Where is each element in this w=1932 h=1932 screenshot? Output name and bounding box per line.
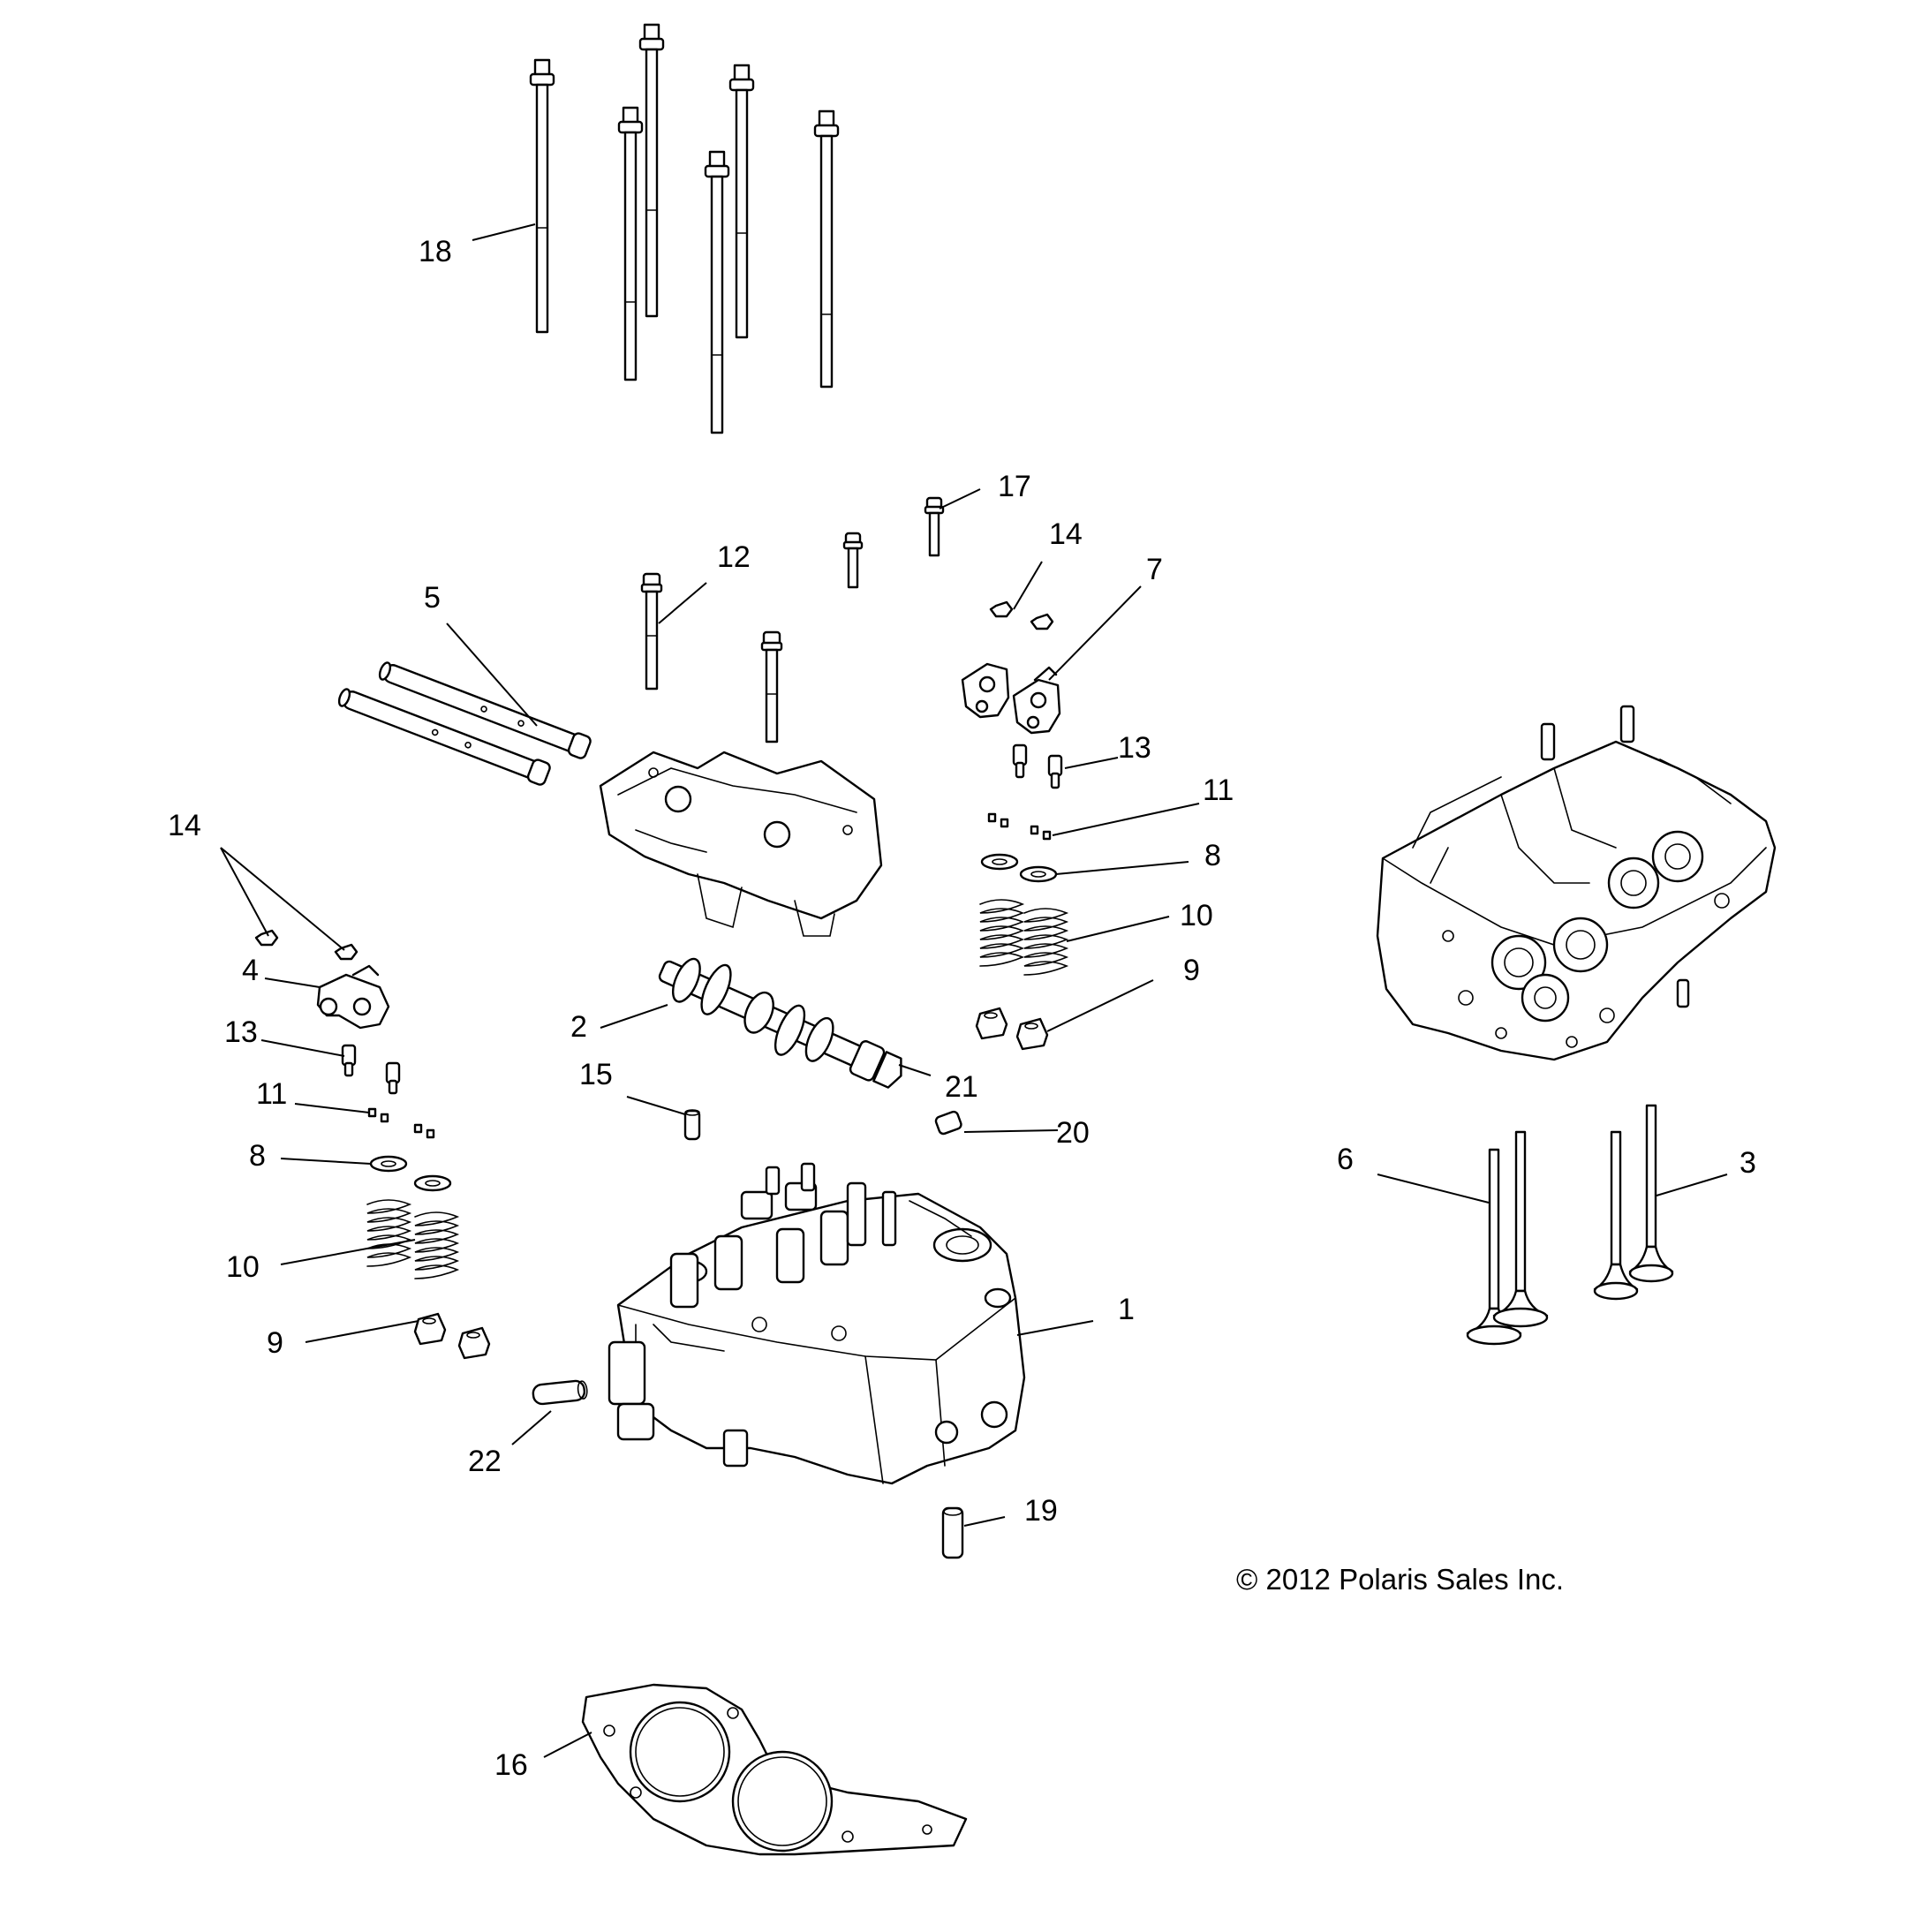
dowel-pin-15[interactable]: [683, 1109, 701, 1141]
callout-1: 1: [1118, 1293, 1135, 1326]
valve-seals-left[interactable]: [413, 1312, 491, 1360]
spring-retainers-right[interactable]: [980, 853, 1058, 883]
callout-17: 17: [998, 470, 1031, 503]
callout-19: 19: [1024, 1494, 1058, 1528]
callout-8-right: 8: [1204, 839, 1221, 872]
spring-retainers-left[interactable]: [369, 1155, 452, 1192]
callout-labels: 18 17 12 14 7 5 13 11 8 10 9 14 4 2 21 1…: [168, 235, 1756, 1782]
callout-8-left: 8: [249, 1139, 266, 1173]
callout-7: 7: [1146, 553, 1163, 586]
nuts-left[interactable]: [254, 929, 358, 961]
callout-10-left: 10: [226, 1250, 260, 1284]
callout-11-left: 11: [256, 1077, 287, 1111]
callout-14-left: 14: [168, 809, 201, 842]
callout-12: 12: [717, 540, 751, 574]
callout-16: 16: [494, 1748, 528, 1782]
leader-lines: [220, 223, 1728, 1758]
callout-9-left: 9: [267, 1326, 283, 1360]
callout-20: 20: [1056, 1116, 1090, 1150]
cam-carrier-bolts[interactable]: [640, 496, 945, 743]
head-valve-springs: [669, 1162, 897, 1309]
callout-21: 21: [945, 1070, 978, 1104]
callout-18: 18: [419, 235, 452, 268]
valves[interactable]: [1466, 1104, 1674, 1346]
rocker-arm-left[interactable]: [316, 964, 390, 1030]
callout-9-right: 9: [1183, 954, 1200, 987]
valve-keepers-right[interactable]: [987, 812, 1052, 841]
callout-5: 5: [424, 581, 441, 615]
callout-10-right: 10: [1180, 899, 1213, 932]
dowel-pin-19[interactable]: [941, 1506, 964, 1559]
cylinder-head-bottom-view: [1376, 705, 1777, 1061]
callout-2: 2: [570, 1010, 587, 1044]
pivot-pins-left[interactable]: [341, 1044, 401, 1095]
callout-11-right: 11: [1203, 774, 1234, 807]
rocker-shafts[interactable]: [336, 659, 592, 786]
callout-4: 4: [242, 954, 259, 987]
callout-6: 6: [1337, 1143, 1354, 1176]
rocker-arms-right[interactable]: [961, 662, 1061, 735]
callout-14-right: 14: [1049, 517, 1083, 551]
valve-keepers-left[interactable]: [367, 1107, 435, 1139]
valve-seals-right[interactable]: [975, 1007, 1049, 1051]
cam-carrier[interactable]: [599, 751, 883, 937]
callout-22: 22: [468, 1445, 502, 1478]
head-bolts[interactable]: [529, 23, 840, 434]
pivot-pins-right[interactable]: [1012, 743, 1063, 789]
callout-13-right: 13: [1118, 731, 1151, 765]
valve-springs-left[interactable]: [366, 1199, 460, 1279]
callout-15: 15: [579, 1058, 613, 1091]
cylinder-head[interactable]: [608, 1162, 1026, 1485]
dowel-pin-22[interactable]: [532, 1379, 588, 1406]
nuts-right[interactable]: [989, 600, 1054, 630]
callout-3: 3: [1740, 1146, 1756, 1180]
head-gasket[interactable]: [581, 1683, 968, 1856]
dowel-pin-20[interactable]: [934, 1110, 962, 1136]
copyright-notice: © 2012 Polaris Sales Inc.: [1236, 1563, 1564, 1596]
valve-springs-right[interactable]: [979, 899, 1069, 976]
camshaft[interactable]: [650, 942, 913, 1104]
callout-13-left: 13: [224, 1015, 258, 1049]
